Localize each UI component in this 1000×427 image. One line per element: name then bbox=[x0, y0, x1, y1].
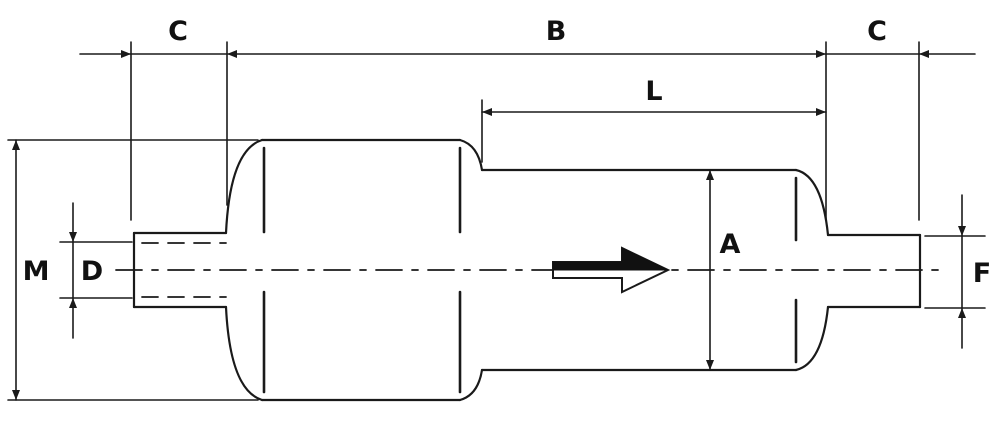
flow-direction-arrow-icon bbox=[552, 246, 671, 294]
dimension-label-a: A bbox=[720, 229, 741, 260]
dimension-label-c-right: C bbox=[867, 16, 887, 47]
extension-lines bbox=[7, 41, 986, 401]
dimension-label-c-left: C bbox=[168, 16, 188, 47]
dimension-label-f: F bbox=[973, 258, 991, 289]
right-outlet-tube bbox=[826, 233, 922, 309]
dimension-label-l: L bbox=[645, 76, 662, 107]
dimension-label-d: D bbox=[81, 256, 103, 287]
dimension-label-b: B bbox=[546, 16, 567, 47]
large-shell bbox=[224, 138, 484, 402]
small-shell bbox=[480, 168, 830, 372]
dimension-label-m: M bbox=[23, 256, 50, 287]
dimension-lines bbox=[12, 50, 976, 401]
